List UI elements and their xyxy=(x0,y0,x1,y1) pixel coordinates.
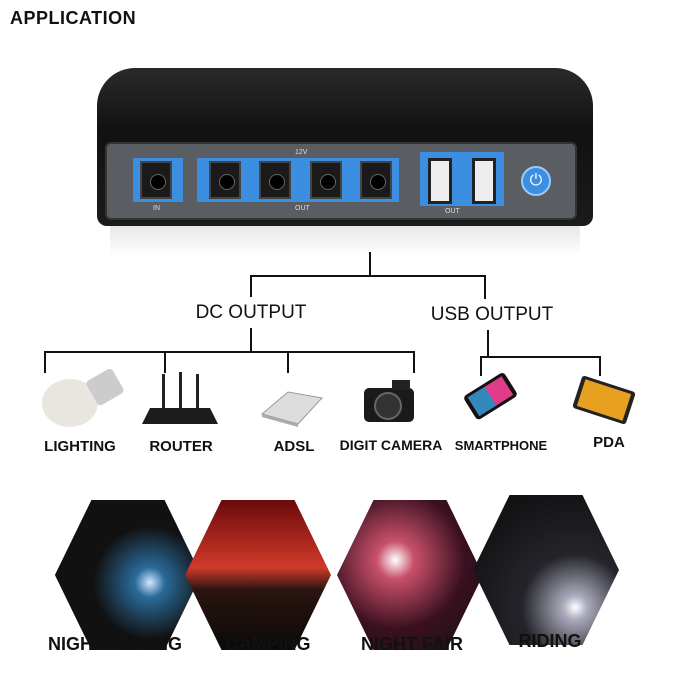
connector-line xyxy=(250,275,252,297)
connector-line xyxy=(44,351,46,373)
camping-photo xyxy=(185,500,331,650)
12v-label: 12V xyxy=(295,149,308,156)
connector-line xyxy=(44,351,415,353)
connector-line xyxy=(413,351,415,373)
connector-line xyxy=(369,252,371,276)
connector-line xyxy=(487,330,489,357)
scene-label-night-fishing: NIGHT FISHING xyxy=(48,634,182,654)
night-fair-photo xyxy=(337,500,483,650)
smartphone-icon xyxy=(464,373,517,420)
dc-output-label: DC OUTPUT xyxy=(195,302,307,323)
connector-line xyxy=(250,328,252,352)
device-label-smartphone: SMARTPHONE xyxy=(454,438,548,453)
in-label: IN xyxy=(153,205,160,212)
dc-out-block xyxy=(197,158,399,202)
usb-output-label: USB OUTPUT xyxy=(430,304,554,325)
device-reflection xyxy=(110,226,580,256)
connector-line xyxy=(599,356,601,376)
riding-photo xyxy=(473,495,619,645)
dc-out-label: OUT xyxy=(295,205,310,212)
device-label-adsl: ADSL xyxy=(273,438,315,455)
connector-line xyxy=(250,275,486,277)
device-label-router: ROUTER xyxy=(149,438,213,455)
connector-line xyxy=(480,356,601,358)
night-fishing-photo xyxy=(55,500,201,650)
device-label-camera: DIGIT CAMERA xyxy=(339,437,443,453)
camera-icon xyxy=(364,380,414,422)
usb-port xyxy=(472,158,496,204)
dc-out-port xyxy=(310,161,342,199)
dc-out-port xyxy=(360,161,392,199)
usb-port xyxy=(428,158,452,204)
page-title: APPLICATION xyxy=(10,8,137,28)
connector-line xyxy=(480,356,482,376)
scene-label-camping: CAMPING xyxy=(225,634,311,654)
router-icon xyxy=(142,372,218,424)
usb-out-label: OUT xyxy=(445,208,460,215)
device-label-pda: PDA xyxy=(593,434,625,451)
scene-label-riding: RIDING xyxy=(518,631,582,651)
dc-in-port xyxy=(140,161,172,199)
dc-out-port xyxy=(259,161,291,199)
connector-line xyxy=(484,275,486,299)
adsl-modem-icon xyxy=(260,391,323,427)
power-button-icon: ⏻ xyxy=(521,166,551,196)
dc-in-block xyxy=(133,158,183,202)
usb-block xyxy=(420,152,504,206)
scene-label-night-fair: NIGHT FAIR xyxy=(361,634,463,654)
device-label-lighting: LIGHTING xyxy=(44,438,116,455)
connector-line xyxy=(164,351,166,373)
light-bulb-icon xyxy=(42,368,124,427)
dc-out-port xyxy=(209,161,241,199)
tablet-icon xyxy=(572,375,636,425)
port-panel: IN 12V OUT OUT ⏻ xyxy=(105,142,577,220)
connector-line xyxy=(287,351,289,373)
